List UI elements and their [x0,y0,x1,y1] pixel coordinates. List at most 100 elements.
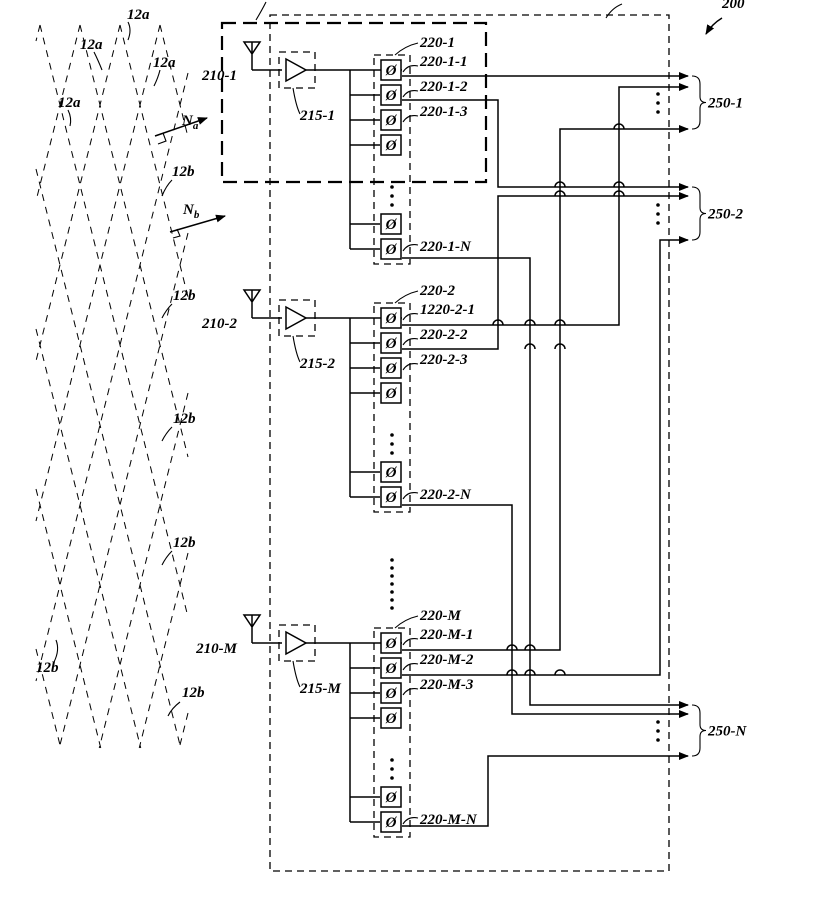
phase-shifter [380,811,402,833]
shifter-label: 220-M-3 [419,677,474,693]
signal-route [402,192,689,350]
figure-ref-label: 200 [721,0,745,12]
crossover-hop [492,319,504,326]
shifter-label: 220-1-N [419,239,472,255]
ellipsis-dot [390,442,394,446]
crossover-hop [613,123,625,130]
phase-shifter [380,486,402,508]
ellipsis-dot [390,758,394,762]
output-ellipsis-dot [656,101,660,105]
leader [402,313,419,321]
leader [402,244,419,252]
phase-symbol: Ø [385,661,398,677]
output-ellipsis-dot [656,729,660,733]
antenna-label: 210-1 [201,68,237,84]
phase-symbol: Ø [385,636,398,652]
shifter-label: 1220-2-1 [420,302,475,318]
mesh-line [178,712,189,749]
phase-symbol: Ø [385,311,398,327]
label-12b-4: 12b [173,535,196,551]
phase-shifter [380,461,402,483]
mesh-line [35,72,189,682]
phase-shifter [380,657,402,679]
phase-shifter [380,382,402,404]
output-label: 250-1 [707,96,743,112]
phase-shifter [380,84,402,106]
phase-symbol: Ø [385,815,398,831]
crossover-hop [524,319,536,326]
shifter-label: 220-M-N [419,812,478,828]
phase-shifter [380,632,402,654]
label-12b-1: 12b [172,164,195,180]
phase-shifter [380,332,402,354]
mesh-line [35,168,182,749]
mesh-line [35,24,41,42]
mesh-line [159,24,189,138]
mesh-line [138,552,189,749]
crossover-hop [613,190,625,197]
shifter-bank [373,627,411,838]
label-12a-2: 12a [153,55,176,71]
phase-symbol: Ø [385,686,398,702]
bank-label: 220-M [419,608,461,624]
crossover-hop [554,319,566,326]
ellipsis-dot [390,598,394,602]
phase-shifter [380,357,402,379]
phase-shifter [380,238,402,260]
ellipsis-dot [390,558,394,562]
antenna-label: 210-2 [201,316,237,332]
bank-label: 220-2 [419,283,455,299]
ellipsis-dot [390,776,394,780]
crossover-hop [524,343,536,350]
leader [402,338,419,346]
mesh-line [35,328,142,749]
label-12b-3: 12b [173,411,196,427]
antenna-icon [242,614,262,643]
highlight-box [220,21,488,184]
ellipsis-dot [390,566,394,570]
phase-symbol: Ø [385,711,398,727]
phase-shifter [380,59,402,81]
mesh-line [39,24,189,618]
output-brace [691,704,707,757]
leader [402,663,419,671]
shifter-bank [373,54,411,265]
channel-2: ØØØØØØ210-2215-2220-21220-2-1220-2-2220-… [201,283,475,513]
normal-a-arrow [154,117,208,137]
ellipsis-dot [390,590,394,594]
shifter-label: 220-1-1 [419,54,468,70]
output-ellipsis-dot [656,92,660,96]
phase-shifter [380,707,402,729]
leader [292,335,301,363]
phase-symbol: Ø [385,217,398,233]
crossover-hop [524,644,536,651]
output-label: 250-2 [707,207,743,223]
amplifier-icon [285,57,308,83]
output-ellipsis-dot [656,720,660,724]
antenna-icon [242,41,262,70]
leader [402,65,419,73]
phase-symbol: Ø [385,465,398,481]
leader [394,290,419,304]
mesh-line [35,488,102,749]
leader [394,42,419,56]
shifter-label: 220-1-3 [419,104,468,120]
crossover-hop [554,190,566,197]
shifter-label: 220-2-2 [419,327,468,343]
channel-1: ØØØØØØ210-1215-1220-1220-1-1220-1-2220-1… [201,35,472,265]
amplifier-label: 215-1 [299,108,335,124]
signal-route [402,83,689,326]
mesh-line [58,232,189,749]
output-brace [691,75,707,130]
ellipsis-dot [390,185,394,189]
antenna-icon [242,289,262,318]
phase-shifter [380,682,402,704]
label-12b-6: 12b [182,685,205,701]
crossover-hop [554,669,566,676]
mesh-line [35,24,121,362]
bank-label: 220-1 [419,35,455,51]
ellipsis-dot [390,433,394,437]
ellipsis-dot [390,451,394,455]
crossover-hop [554,343,566,350]
